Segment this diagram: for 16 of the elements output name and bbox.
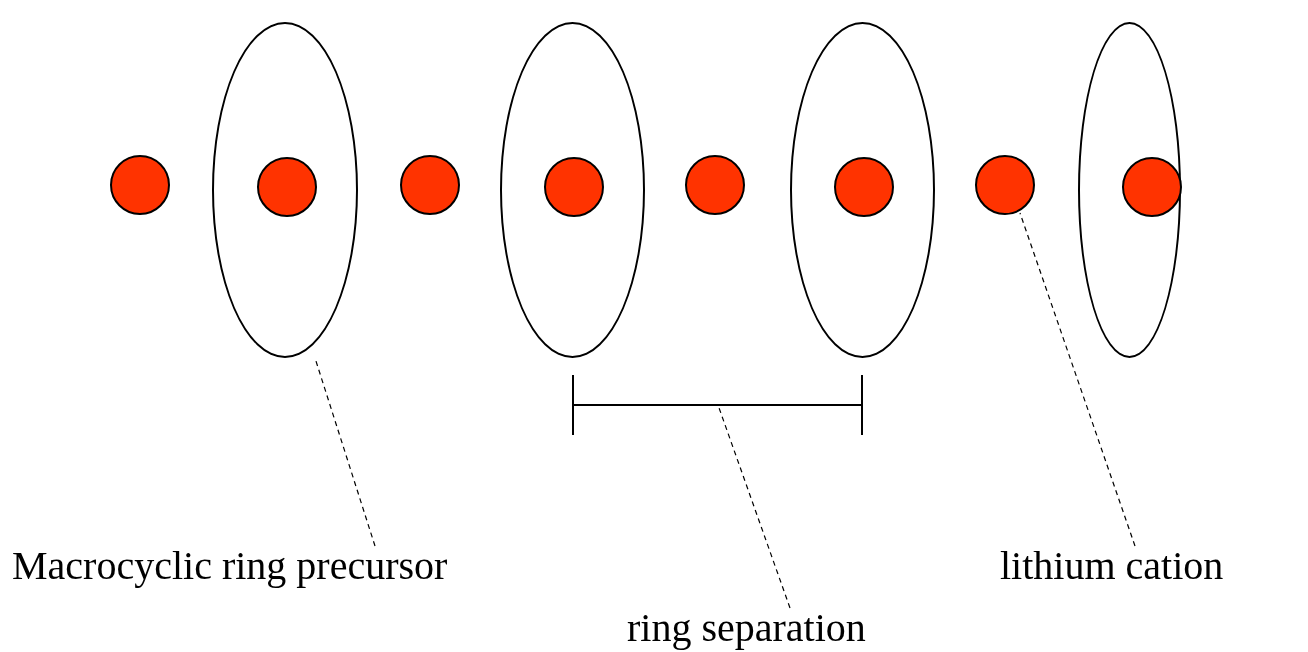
label-text: lithium cation xyxy=(1000,546,1224,586)
ring-ellipse xyxy=(1078,22,1181,358)
cation-circle xyxy=(1122,157,1182,217)
cation-circle xyxy=(400,155,460,215)
cation-circle xyxy=(544,157,604,217)
label-text: ring separation xyxy=(627,608,866,648)
ring-ellipse xyxy=(790,22,935,358)
ring-ellipse xyxy=(500,22,645,358)
cation-circle xyxy=(834,157,894,217)
cation-circle xyxy=(257,157,317,217)
cation-circle xyxy=(685,155,745,215)
cation-circle xyxy=(975,155,1035,215)
leader-line xyxy=(1019,212,1136,547)
cation-circle xyxy=(110,155,170,215)
label-text: Macrocyclic ring precursor xyxy=(12,546,448,586)
ring-ellipse xyxy=(212,22,358,358)
